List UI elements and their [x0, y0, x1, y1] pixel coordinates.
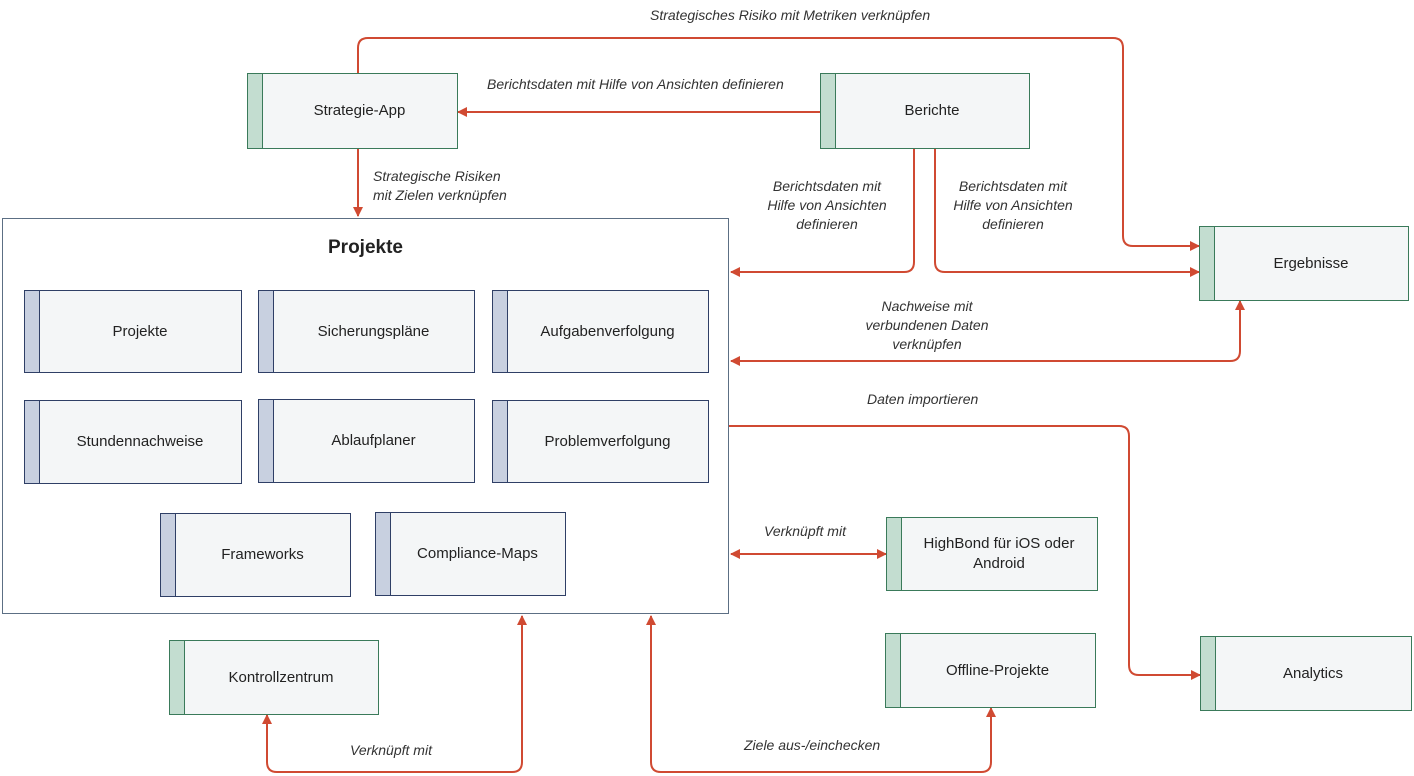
label-reports-views-b: Berichtsdaten mit Hilfe von Ansichten de…: [938, 177, 1088, 234]
label-reports-views-top: Berichtsdaten mit Hilfe von Ansichten de…: [487, 76, 784, 92]
label-checkout-goals: Ziele aus-/einchecken: [744, 737, 881, 753]
edge-strategie-ergebnisse: [357, 37, 1200, 251]
node-label: Kontrollzentrum: [228, 668, 334, 686]
label-evidence: Nachweise mit verbundenen Daten verknüpf…: [857, 297, 997, 354]
module-label: Frameworks: [221, 546, 304, 563]
module-label: Aufgabenverfolgung: [540, 322, 675, 340]
module-label: Problemverfolgung: [544, 432, 671, 450]
module-compliance-maps[interactable]: Compliance-Maps: [375, 512, 566, 596]
module-label: Projekte: [112, 322, 168, 340]
module-accent-bar: [493, 291, 508, 372]
module-ablaufplaner[interactable]: Ablaufplaner: [258, 399, 475, 483]
node-label: Berichte: [904, 102, 960, 119]
node-kontrollzentrum[interactable]: Kontrollzentrum: [169, 640, 379, 715]
container-title: Projekte: [328, 237, 403, 258]
label-reports-views-a: Berichtsdaten mit Hilfe von Ansichten de…: [752, 177, 902, 234]
edge-projekte-ergebnisse: [730, 300, 1245, 366]
module-accent-bar: [25, 401, 40, 483]
edge-projekte-offline: [646, 615, 996, 773]
node-label: Ergebnisse: [1273, 254, 1349, 272]
label-line: definieren: [796, 216, 858, 232]
node-accent-bar: [1200, 227, 1215, 300]
node-analytics[interactable]: Analytics: [1200, 636, 1412, 711]
label-line: Hilfe von Ansichten: [767, 197, 887, 213]
module-stundennachweise[interactable]: Stundennachweise: [24, 400, 242, 484]
node-accent-bar: [887, 518, 902, 590]
label-line: Nachweise mit: [881, 298, 973, 314]
node-highbond-mobile[interactable]: HighBond für iOS oder Android: [886, 517, 1098, 591]
node-ergebnisse[interactable]: Ergebnisse: [1199, 226, 1409, 301]
label-line: Berichtsdaten mit: [772, 178, 882, 194]
edge-berichte-projekte: [730, 149, 915, 277]
node-berichte[interactable]: Berichte: [820, 73, 1030, 149]
label-line: Strategische Risiken: [373, 168, 501, 184]
label-risk-metrics: Strategisches Risiko mit Metriken verknü…: [650, 7, 931, 23]
label-linked-mobile: Verknüpft mit: [764, 523, 846, 539]
module-accent-bar: [161, 514, 176, 596]
module-accent-bar: [376, 513, 391, 595]
label-line: Berichtsdaten mit: [958, 178, 1068, 194]
module-aufgabenverfolgung[interactable]: Aufgabenverfolgung: [492, 290, 709, 373]
edge-kontroll-projekte: [262, 615, 527, 773]
edge-projekte-analytics: [729, 425, 1201, 680]
label-line: Hilfe von Ansichten: [953, 197, 1073, 213]
node-offline-projekte[interactable]: Offline-Projekte: [885, 633, 1096, 708]
node-accent-bar: [1201, 637, 1216, 710]
module-label: Ablaufplaner: [331, 432, 416, 449]
module-frameworks[interactable]: Frameworks: [160, 513, 351, 597]
module-accent-bar: [259, 400, 274, 482]
node-label: Offline-Projekte: [945, 661, 1050, 679]
node-accent-bar: [170, 641, 185, 714]
node-strategie-app[interactable]: Strategie-App: [247, 73, 458, 149]
module-accent-bar: [493, 401, 508, 482]
module-projekte[interactable]: Projekte: [24, 290, 242, 373]
node-accent-bar: [886, 634, 901, 707]
label-line: verknüpfen: [892, 336, 962, 352]
module-sicherungsplaene[interactable]: Sicherungspläne: [258, 290, 475, 373]
module-problemverfolgung[interactable]: Problemverfolgung: [492, 400, 709, 483]
label-line: mit Zielen verknüpfen: [373, 187, 507, 203]
node-label: Strategie-App: [313, 102, 406, 119]
edge-berichte-ergebnisse: [934, 149, 1200, 277]
module-accent-bar: [259, 291, 274, 372]
label-line: verbundenen Daten: [865, 317, 989, 333]
module-label: Stundennachweise: [76, 433, 204, 450]
label-linked-control: Verknüpft mit: [350, 742, 432, 758]
node-accent-bar: [821, 74, 836, 148]
node-label: HighBond für iOS oder Android: [923, 535, 1075, 572]
module-accent-bar: [25, 291, 40, 372]
node-accent-bar: [248, 74, 263, 148]
node-label: Analytics: [1282, 664, 1344, 682]
label-line: definieren: [982, 216, 1044, 232]
module-label: Compliance-Maps: [417, 545, 538, 562]
label-import-data: Daten importieren: [867, 391, 979, 407]
module-label: Sicherungspläne: [317, 322, 430, 340]
label-risks-goals: Strategische Risiken mit Zielen verknüpf…: [373, 167, 507, 205]
